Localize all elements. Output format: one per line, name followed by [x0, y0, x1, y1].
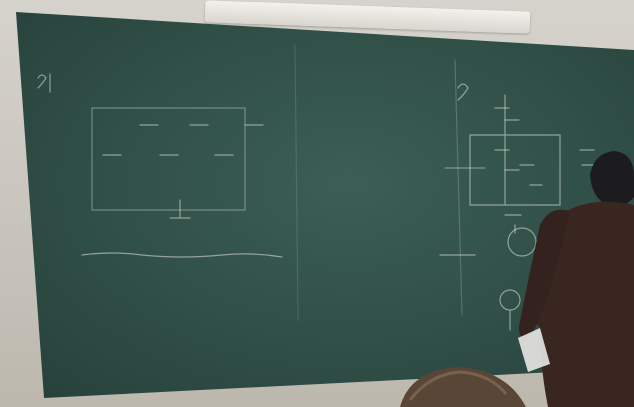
- left-circuit-sketch: [37, 73, 283, 258]
- right-circuit-sketch: [439, 83, 597, 331]
